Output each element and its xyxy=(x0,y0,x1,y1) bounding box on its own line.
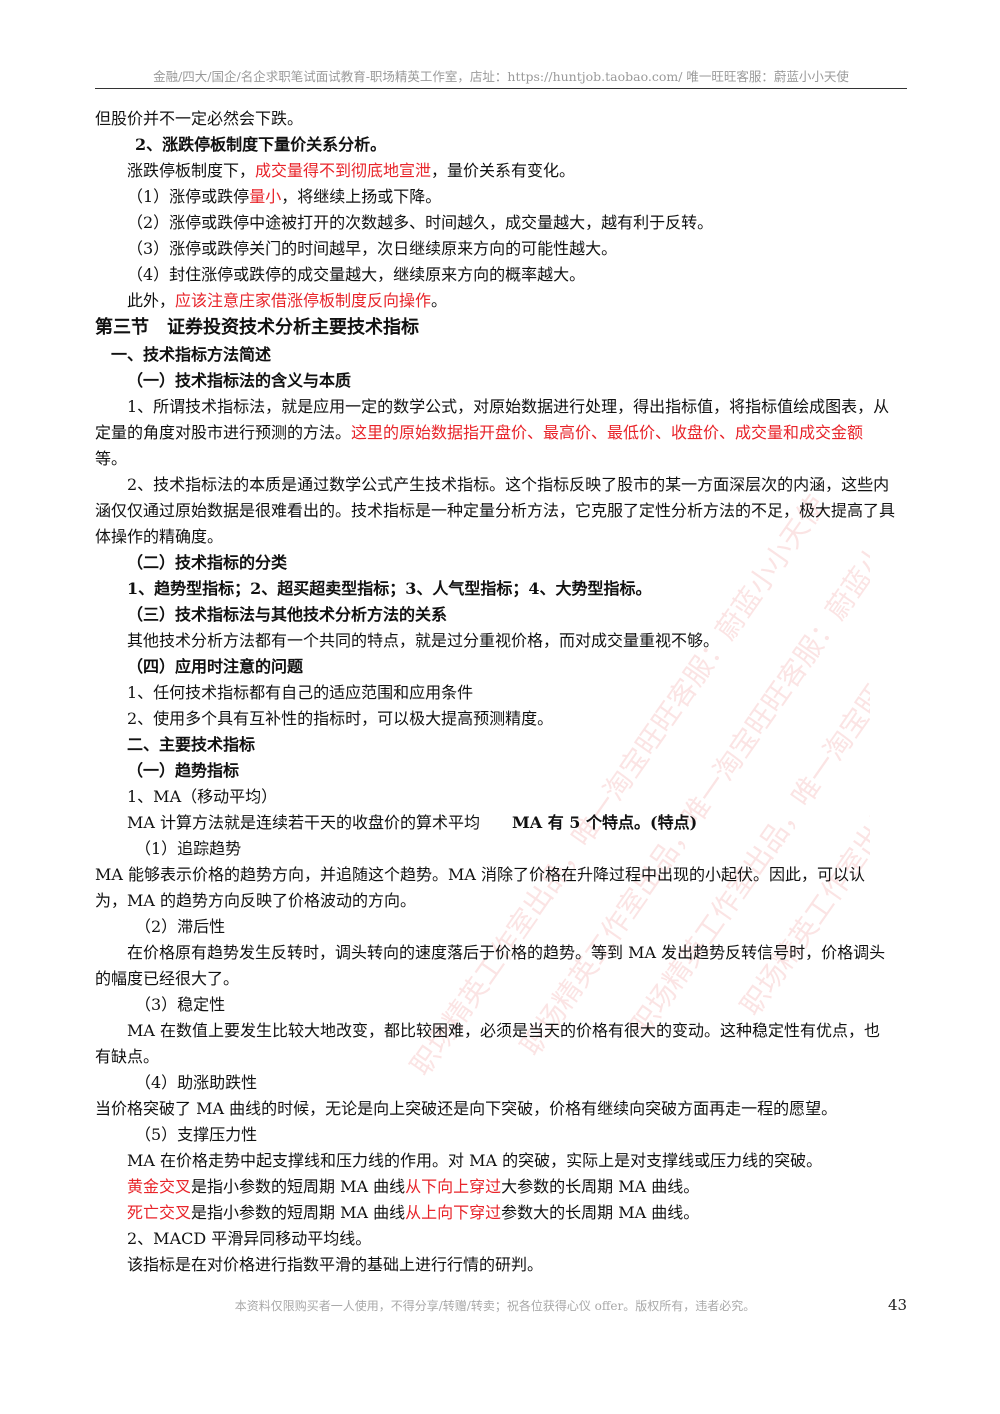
paragraph: 当价格突破了 MA 曲线的时候，无论是向上突破还是向下突破，价格有继续向突破方面… xyxy=(95,1099,838,1118)
paragraph: 此外，应该注意庄家借涨停板制度反向操作。 xyxy=(95,288,895,314)
text: ，将继续上扬或下降。 xyxy=(281,187,442,206)
list-item: （3）稳定性 xyxy=(135,995,226,1014)
classification-list: 1、趋势型指标；2、超买超卖型指标；3、人气型指标；4、大势型指标。 xyxy=(127,579,652,598)
subheading: （三）技术指标法与其他技术分析方法的关系 xyxy=(127,605,448,624)
paragraph: 2、使用多个具有互补性的指标时，可以极大提高预测精度。 xyxy=(127,709,554,728)
list-item: （1）追踪趋势 xyxy=(135,839,242,858)
subheading: （二）技术指标的分类 xyxy=(127,553,288,572)
list-item: （2）涨停或跌停中途被打开的次数越多、时间越久，成交量越大，越有利于反转。 xyxy=(127,213,714,232)
bold-text: MA 有 5 个特点。(特点) xyxy=(512,813,698,832)
paragraph: 1、所谓技术指标法，就是应用一定的数学公式，对原始数据进行处理，得出指标值，将指… xyxy=(95,394,895,472)
highlight-text: 成交量得不到彻底地宣泄 xyxy=(255,161,432,180)
text: 大参数的长周期 MA 曲线。 xyxy=(501,1177,700,1196)
text: MA 计算方法就是连续若干天的收盘价的算术平均 xyxy=(127,813,513,832)
page-header: 金融/四大/国企/名企求职笔试面试教育-职场精英工作室，店址：https://h… xyxy=(153,69,849,84)
paragraph: 2、MACD 平滑异同移动平均线。 xyxy=(127,1229,372,1248)
paragraph: MA 计算方法就是连续若干天的收盘价的算术平均 MA 有 5 个特点。(特点) xyxy=(95,810,895,836)
text: 涨跌停板制度下， xyxy=(127,161,256,180)
subheading: 2、涨跌停板制度下量价关系分析。 xyxy=(135,135,387,154)
text: 是指小参数的短周期 MA 曲线 xyxy=(191,1177,406,1196)
heading: 一、技术指标方法简述 xyxy=(111,345,272,364)
subheading: （一）趋势指标 xyxy=(127,761,240,780)
list-item: （5）支撑压力性 xyxy=(135,1125,258,1144)
paragraph: 1、MA（移动平均） xyxy=(127,787,278,806)
text: 1、所谓技术指标法，就是应用一定的数学公式，对原始数据进行处理，得出指标值，将指… xyxy=(95,397,890,442)
highlight-text: 死亡交叉 xyxy=(127,1203,192,1222)
page-number: 43 xyxy=(888,1296,908,1314)
text: 。 xyxy=(431,291,448,310)
paragraph: MA 能够表示价格的趋势方向，并追随这个趋势。MA 消除了价格在升降过程中出现的… xyxy=(95,865,866,910)
paragraph: 黄金交叉是指小参数的短周期 MA 曲线从下向上穿过大参数的长周期 MA 曲线。 xyxy=(95,1174,895,1200)
subheading: （四）应用时注意的问题 xyxy=(127,657,304,676)
header-divider xyxy=(95,88,907,89)
list-item: （2）滞后性 xyxy=(135,917,226,936)
paragraph: 但股价并不一定必然会下跌。 xyxy=(95,109,304,128)
highlight-text: 黄金交叉 xyxy=(127,1177,192,1196)
highlight-text: 这里的原始数据指开盘价、最高价、最低价、收盘价、成交量和成交金额 xyxy=(351,423,864,442)
text: 等。 xyxy=(95,449,128,468)
paragraph: 该指标是在对价格进行指数平滑的基础上进行行情的研判。 xyxy=(127,1255,544,1274)
paragraph: MA 在数值上要发生比较大地改变，都比较困难，必须是当天的价格有很大的变动。这种… xyxy=(95,1021,881,1066)
paragraph: 在价格原有趋势发生反转时，调头转向的速度落后于价格的趋势。等到 MA 发出趋势反… xyxy=(95,943,886,988)
section-title: 第三节 证券投资技术分析主要技术指标 xyxy=(95,317,419,338)
text: 参数大的长周期 MA 曲线。 xyxy=(501,1203,700,1222)
paragraph: MA 在价格走势中起支撑线和压力线的作用。对 MA 的突破，实际上是对支撑线或压… xyxy=(127,1151,823,1170)
highlight-text: 应该注意庄家借涨停板制度反向操作 xyxy=(175,291,432,310)
list-item: （1）涨停或跌停量小，将继续上扬或下降。 xyxy=(95,184,895,210)
heading: 二、主要技术指标 xyxy=(127,735,256,754)
text: ，量价关系有变化。 xyxy=(431,161,576,180)
paragraph: 涨跌停板制度下，成交量得不到彻底地宣泄，量价关系有变化。 xyxy=(95,158,895,184)
list-item: （4）封住涨停或跌停的成交量越大，继续原来方向的概率越大。 xyxy=(127,265,586,284)
text: （1）涨停或跌停 xyxy=(127,187,250,206)
highlight-text: 从下向上穿过 xyxy=(405,1177,502,1196)
paragraph: 其他技术分析方法都有一个共同的特点，就是过分重视价格，而对成交量重视不够。 xyxy=(127,631,720,650)
paragraph: 1、任何技术指标都有自己的适应范围和应用条件 xyxy=(127,683,474,702)
page-footer: 本资料仅限购买者一人使用，不得分享/转赠/转卖；祝各位获得心仪 offer。版权… xyxy=(234,1299,756,1313)
paragraph: 2、技术指标法的本质是通过数学公式产生技术指标。这个指标反映了股市的某一方面深层… xyxy=(95,475,896,546)
highlight-text: 从上向下穿过 xyxy=(405,1203,502,1222)
list-item: （4）助涨助跌性 xyxy=(135,1073,258,1092)
text: 此外， xyxy=(127,291,176,310)
list-item: （3）涨停或跌停关门的时间越早，次日继续原来方向的可能性越大。 xyxy=(127,239,618,258)
document-body: 但股价并不一定必然会下跌。 2、涨跌停板制度下量价关系分析。 涨跌停板制度下，成… xyxy=(95,106,895,1278)
paragraph: 死亡交叉是指小参数的短周期 MA 曲线从上向下穿过参数大的长周期 MA 曲线。 xyxy=(95,1200,895,1226)
subheading: （一）技术指标法的含义与本质 xyxy=(127,371,352,390)
text: 是指小参数的短周期 MA 曲线 xyxy=(191,1203,406,1222)
highlight-text: 量小 xyxy=(249,187,282,206)
